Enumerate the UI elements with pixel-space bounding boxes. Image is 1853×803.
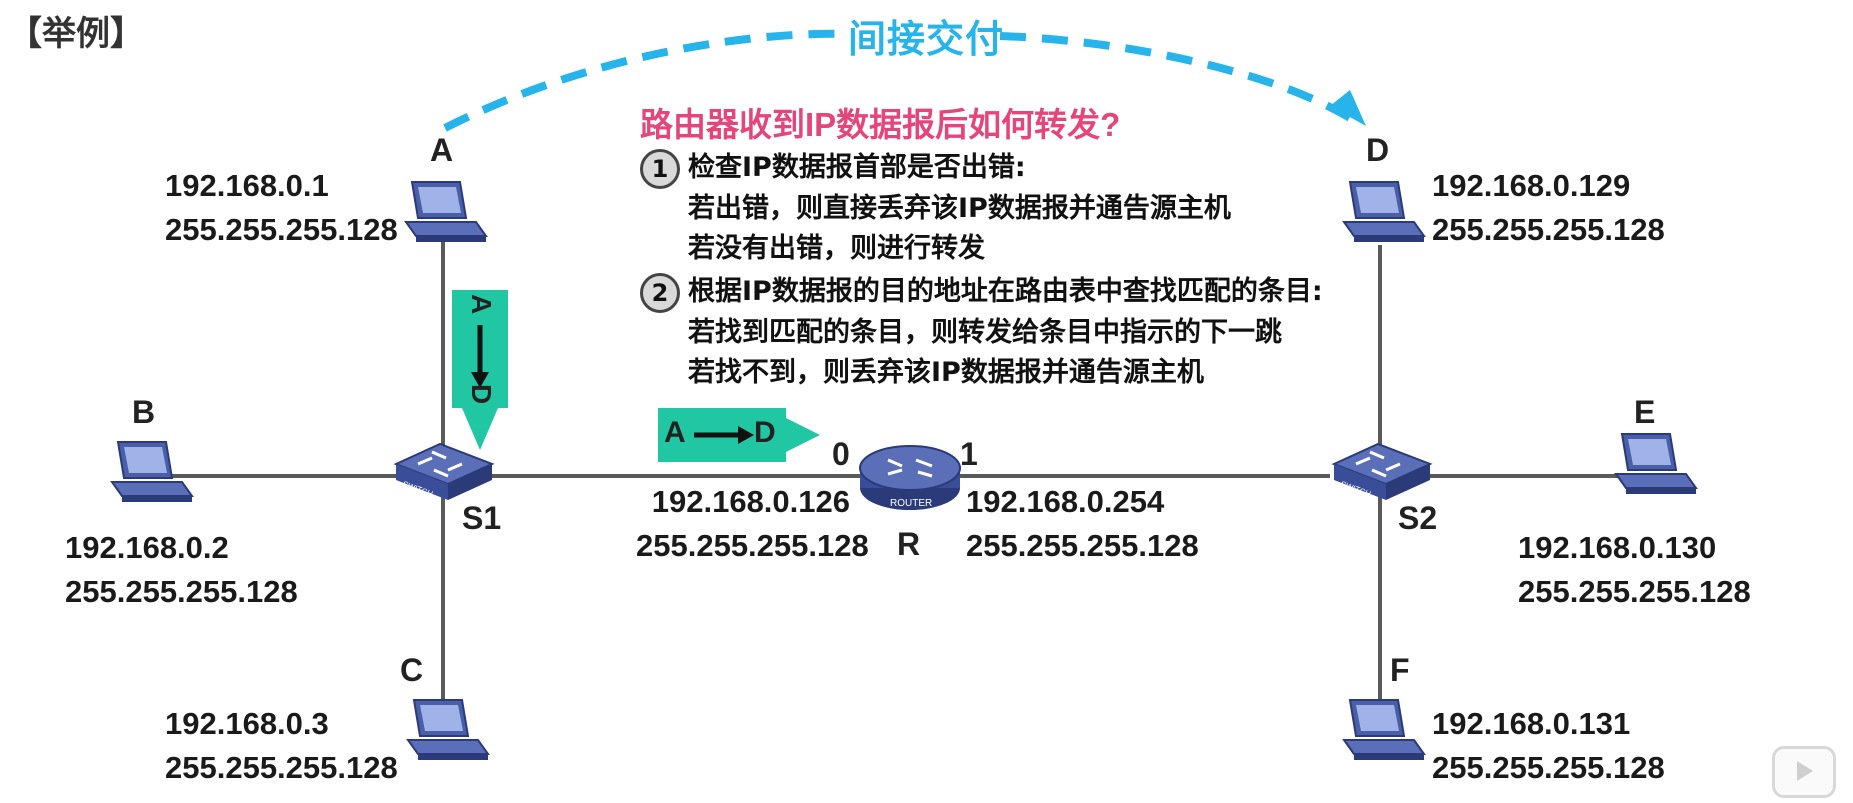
host-d-name: D: [1366, 132, 1390, 168]
example-title: 【举例】: [8, 15, 144, 53]
step-1-line-2: 若出错，则直接丢弃该IP数据报并通告源主机: [688, 192, 1231, 224]
play-button[interactable]: [1772, 746, 1836, 798]
step-1-line-3: 若没有出错，则进行转发: [688, 232, 985, 264]
host-f-name: F: [1390, 652, 1410, 688]
step-1-line-1: 检查IP数据报首部是否出错:: [688, 152, 1026, 183]
host-c-address: 192.168.0.3 255.255.255.128: [165, 702, 398, 790]
host-e-name: E: [1634, 394, 1656, 430]
router-port-0-ip: 192.168.0.126: [651, 484, 850, 519]
host-a-address: 192.168.0.1 255.255.255.128: [165, 164, 398, 252]
host-a-mask: 255.255.255.128: [165, 212, 398, 247]
host-e-address: 192.168.0.130 255.255.255.128: [1518, 526, 1751, 614]
computer-icon[interactable]: [398, 178, 488, 250]
host-b-ip: 192.168.0.2: [65, 530, 229, 565]
computer-icon[interactable]: [400, 696, 490, 768]
host-b-address: 192.168.0.2 255.255.255.128: [65, 526, 298, 614]
step-2-line-1: 根据IP数据报的目的地址在路由表中查找匹配的条目:: [688, 276, 1323, 307]
router-name: R: [897, 526, 921, 562]
host-f-address: 192.168.0.131 255.255.255.128: [1432, 702, 1665, 790]
host-c-name: C: [400, 652, 424, 688]
indirect-delivery-label: 间接交付: [848, 19, 1005, 61]
host-c-ip: 192.168.0.3: [165, 706, 329, 741]
indirect-delivery-arc: [443, 29, 1353, 132]
computer-icon[interactable]: [1608, 430, 1698, 502]
router-port-1-address: 192.168.0.254 255.255.255.128: [966, 480, 1199, 568]
forwarding-question: 路由器收到IP数据报后如何转发?: [640, 106, 1121, 143]
computer-icon[interactable]: [104, 438, 194, 510]
step-1: 1 检查IP数据报首部是否出错: 若出错，则直接丢弃该IP数据报并通告源主机 若没…: [640, 148, 1231, 269]
host-e-ip: 192.168.0.130: [1518, 530, 1717, 565]
horizontal-arrow-to: D: [754, 416, 776, 449]
router-port-1-mask: 255.255.255.128: [966, 528, 1199, 563]
step-2-line-2: 若找到匹配的条目，则转发给条目中指示的下一跳: [688, 316, 1282, 348]
host-e-mask: 255.255.255.128: [1518, 574, 1751, 609]
router-icon[interactable]: ROUTER: [858, 438, 962, 516]
computer-icon[interactable]: [1336, 696, 1426, 768]
host-a-ip: 192.168.0.1: [165, 168, 329, 203]
step-2-line-3: 若找不到，则丢弃该IP数据报并通告源主机: [688, 356, 1204, 388]
horizontal-arrow-from: A: [664, 416, 686, 449]
host-c-mask: 255.255.255.128: [165, 750, 398, 785]
host-b-name: B: [132, 394, 156, 430]
host-b-mask: 255.255.255.128: [65, 574, 298, 609]
vertical-arrow-from: A: [466, 294, 497, 315]
router-port-0-mask: 255.255.255.128: [636, 528, 869, 563]
switch-s2-name: S2: [1398, 500, 1438, 536]
host-d-ip: 192.168.0.129: [1432, 168, 1631, 203]
router-icon-text: ROUTER: [890, 498, 932, 509]
step-number-1: 1: [640, 148, 680, 189]
switch-icon[interactable]: SWITCH: [1326, 438, 1436, 510]
indirect-delivery-arrowhead: [1330, 90, 1366, 126]
router-port-0-address: 192.168.0.126 255.255.255.128: [636, 480, 869, 568]
host-d-address: 192.168.0.129 255.255.255.128: [1432, 164, 1665, 252]
host-f-mask: 255.255.255.128: [1432, 750, 1665, 785]
host-f-ip: 192.168.0.131: [1432, 706, 1631, 741]
step-2: 2 根据IP数据报的目的地址在路由表中查找匹配的条目: 若找到匹配的条目，则转发给…: [640, 272, 1323, 393]
computer-icon[interactable]: [1336, 178, 1426, 250]
switch-s1-name: S1: [462, 500, 502, 536]
router-port-1-ip: 192.168.0.254: [966, 484, 1165, 519]
host-a-name: A: [430, 132, 454, 168]
step-number-2: 2: [640, 272, 680, 313]
router-port-0: 0: [832, 436, 850, 472]
switch-icon[interactable]: SWITCH: [388, 438, 498, 510]
vertical-arrow-to: D: [466, 384, 497, 405]
host-d-mask: 255.255.255.128: [1432, 212, 1665, 247]
router-port-1: 1: [960, 436, 978, 472]
